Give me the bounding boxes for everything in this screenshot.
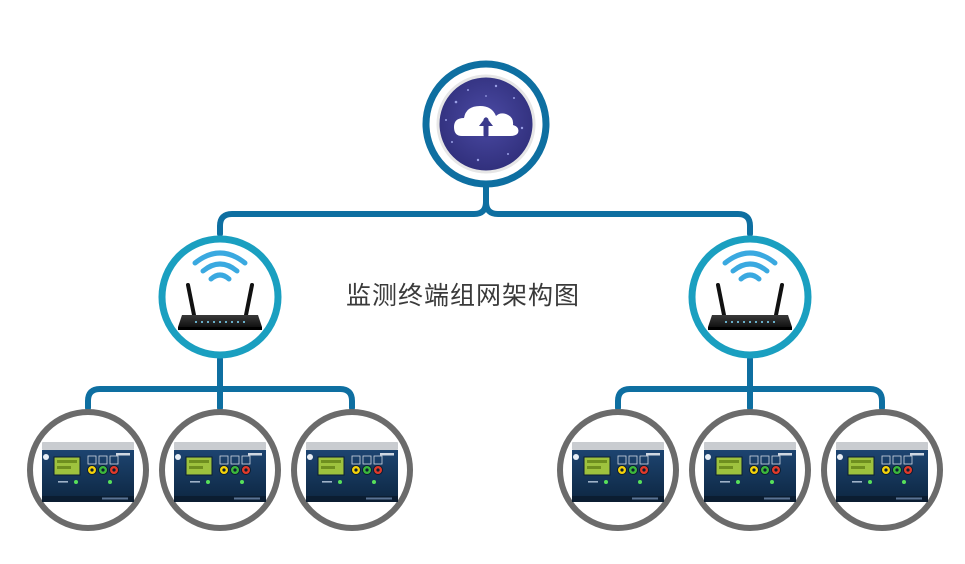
cloud-node xyxy=(422,60,550,188)
diagram-title: 监测终端组网架构图 xyxy=(346,281,581,310)
connector-lines xyxy=(85,181,885,411)
monitoring-terminal-device xyxy=(306,442,398,502)
wifi-router-icon xyxy=(178,250,262,330)
terminal-node xyxy=(27,409,149,531)
cloud-upload-icon xyxy=(454,106,519,138)
monitoring-terminal-device xyxy=(174,442,266,502)
monitoring-terminal-device xyxy=(704,442,796,502)
wifi-waves-icon xyxy=(192,250,248,282)
connector-cloud-router-1 xyxy=(217,181,489,237)
wifi-router-icon xyxy=(708,250,792,330)
terminal-node xyxy=(557,409,679,531)
terminal-node xyxy=(291,409,413,531)
connector-cloud-router-2 xyxy=(483,199,753,237)
star-dots xyxy=(445,84,524,162)
terminal-node xyxy=(821,409,943,531)
terminal-node xyxy=(689,409,811,531)
wifi-waves-icon xyxy=(722,250,778,282)
monitoring-terminal-device xyxy=(42,442,134,502)
router-node xyxy=(688,235,812,359)
monitoring-terminal-device xyxy=(836,442,928,502)
terminal-node xyxy=(159,409,281,531)
monitoring-terminal-device xyxy=(572,442,664,502)
router-node xyxy=(158,235,282,359)
